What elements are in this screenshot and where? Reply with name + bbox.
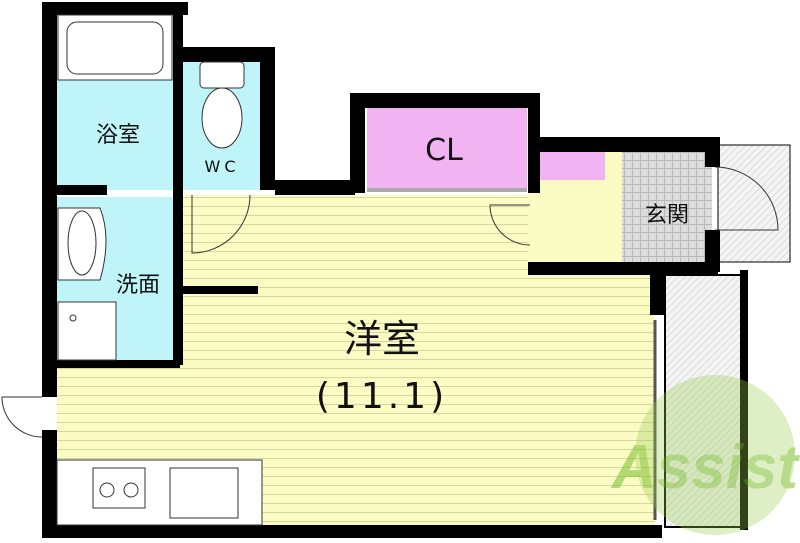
washer-pan	[57, 301, 117, 361]
toilet-bowl	[201, 87, 243, 149]
room-label-washroom: 洗面	[116, 273, 160, 298]
bathtub-inner	[66, 21, 164, 75]
room-label-closet: CL	[425, 133, 463, 168]
stove	[92, 467, 146, 509]
sink-basin	[67, 210, 97, 276]
assist-watermark-logo: Assist	[610, 375, 800, 535]
walls	[42, 2, 748, 538]
closet-floor	[367, 108, 527, 188]
room-label-main: 洋室	[344, 317, 420, 361]
outdoor-porch	[717, 144, 791, 263]
doors	[1, 166, 779, 438]
burner-icon	[123, 482, 139, 498]
kitchen-sink	[169, 467, 239, 519]
entrance-floor	[622, 152, 712, 262]
drain-icon	[69, 314, 77, 322]
room-label-wc: WC	[205, 157, 240, 176]
room-label-bath: 浴室	[96, 123, 140, 148]
toilet-tank	[199, 61, 245, 89]
burner-icon	[99, 482, 115, 498]
room-size-label: (11.1)	[316, 376, 448, 417]
main-room-floor	[57, 195, 655, 525]
watermark-text: Assist	[610, 433, 800, 502]
room-label-entrance: 玄関	[645, 203, 689, 228]
entry-shoe-area	[535, 152, 605, 180]
